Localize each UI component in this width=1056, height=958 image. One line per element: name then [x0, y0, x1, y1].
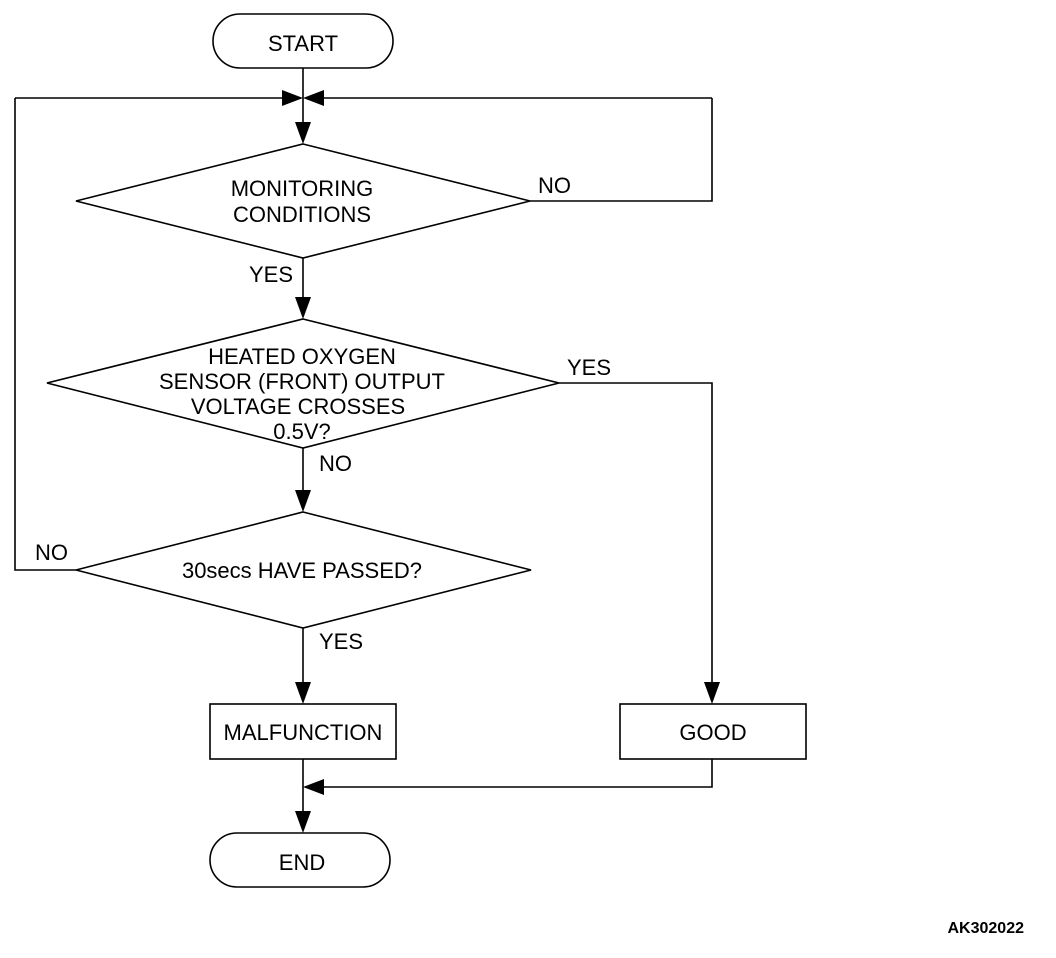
start-label: START — [268, 31, 338, 56]
passed-decision: 30secs HAVE PASSED? — [75, 511, 532, 629]
arrow-down-head — [704, 682, 720, 704]
sensor-label-line1: HEATED OXYGEN — [208, 344, 396, 369]
good-return-path — [324, 759, 713, 788]
merge-point — [15, 90, 712, 106]
sensor-decision: HEATED OXYGEN SENSOR (FRONT) OUTPUT VOLT… — [46, 318, 560, 449]
malfunction-label: MALFUNCTION — [224, 720, 383, 745]
start-node: START — [212, 13, 394, 69]
sensor-label-line4: 0.5V? — [273, 419, 331, 444]
sensor-yes-label: YES — [567, 355, 611, 380]
end-label: END — [279, 850, 325, 875]
monitoring-label-line1: MONITORING — [231, 176, 374, 201]
sensor-label-line3: VOLTAGE CROSSES — [191, 394, 405, 419]
passed-no-label: NO — [35, 540, 68, 565]
monitoring-no-path — [530, 98, 713, 202]
passed-yes-label: YES — [319, 629, 363, 654]
end-node: END — [209, 832, 391, 888]
arrow-left-head — [303, 779, 324, 795]
sensor-yes-path — [559, 382, 713, 682]
arrow-down-head — [295, 682, 311, 704]
arrow-down-head — [295, 811, 311, 833]
monitoring-decision: MONITORING CONDITIONS — [75, 143, 531, 259]
good-node: GOOD — [619, 703, 807, 760]
figure-code: AK302022 — [948, 920, 1025, 937]
monitoring-label-line2: CONDITIONS — [233, 202, 371, 227]
arrow-down-head — [295, 297, 311, 319]
passed-no-path — [14, 98, 76, 571]
good-label: GOOD — [679, 720, 746, 745]
arrow-down-head — [295, 122, 311, 144]
arrow-down-head — [295, 490, 311, 512]
sensor-label-line2: SENSOR (FRONT) OUTPUT — [159, 369, 445, 394]
sensor-no-label: NO — [319, 451, 352, 476]
passed-label: 30secs HAVE PASSED? — [182, 558, 422, 583]
monitoring-no-label: NO — [538, 173, 571, 198]
malfunction-node: MALFUNCTION — [209, 703, 397, 760]
monitoring-yes-label: YES — [249, 262, 293, 287]
arrow-left-head — [303, 90, 324, 106]
arrow-right-head — [282, 90, 303, 106]
